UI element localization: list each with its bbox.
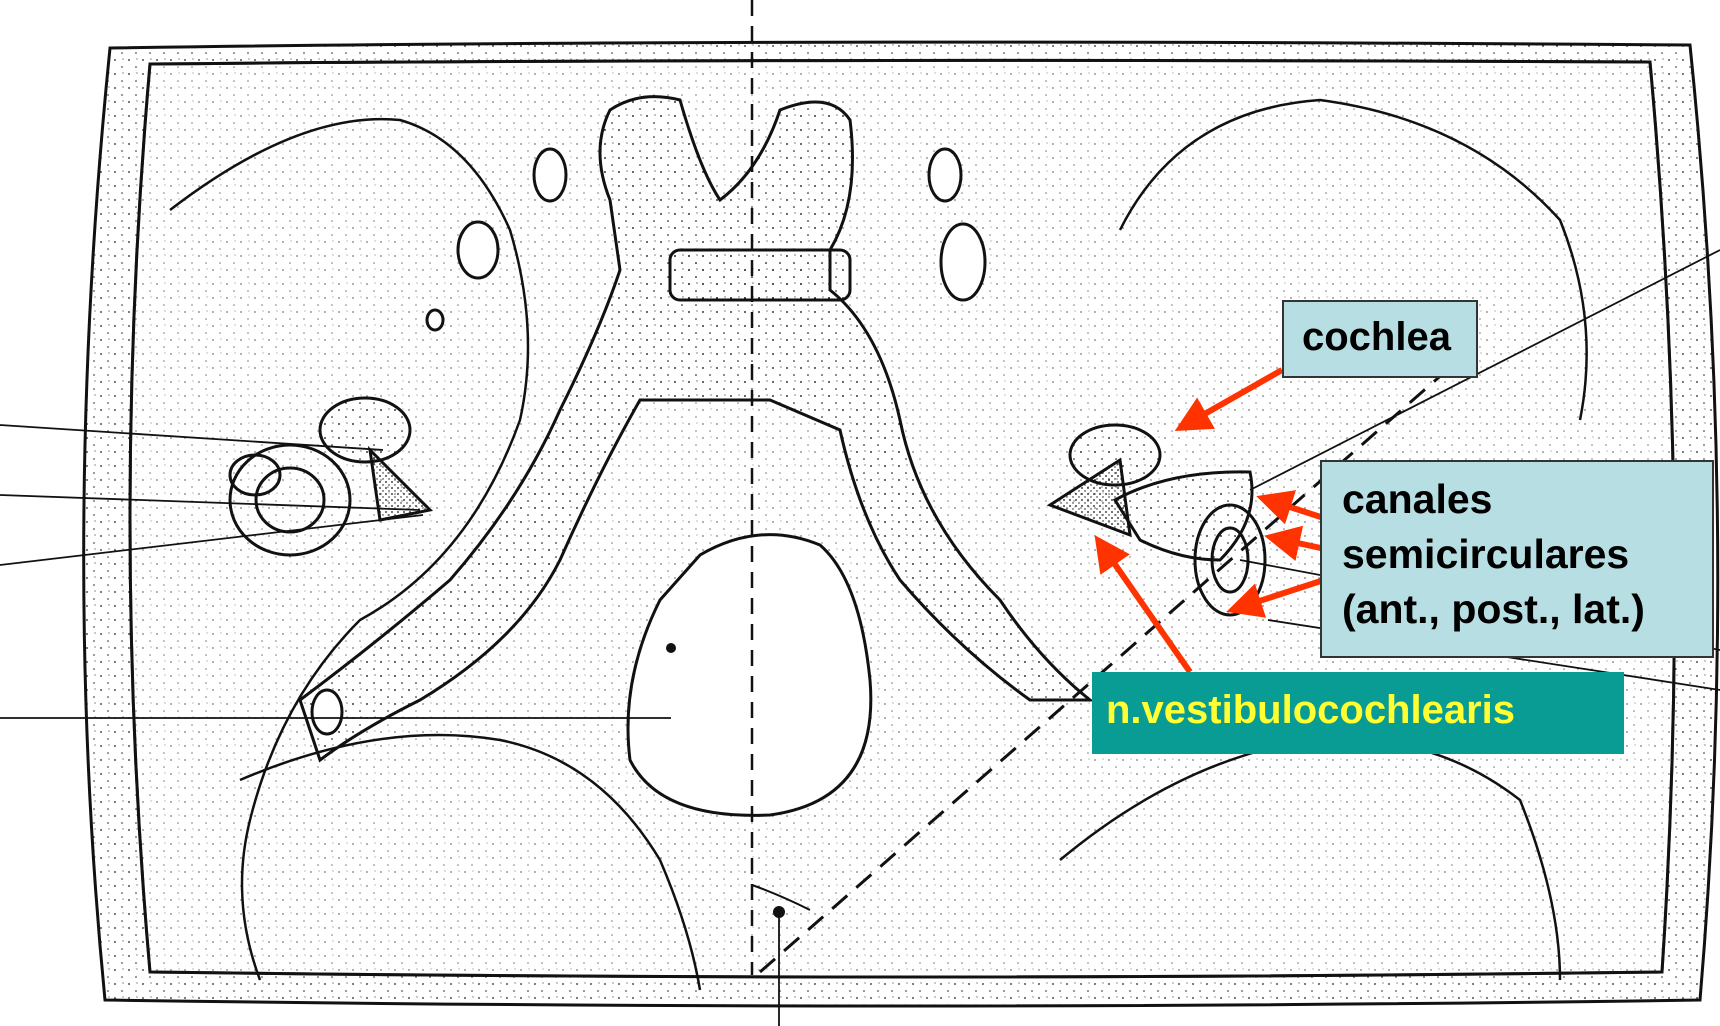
nerve-text: n.vestibulocochlearis [1106,688,1515,732]
cochlea-label: cochlea [1282,300,1478,378]
vestibulocochlear-nerve-label: n.vestibulocochlearis [1092,672,1624,754]
cochlea-text: cochlea [1302,315,1451,359]
semicircular-canals-label: canales semicirculares (ant., post., lat… [1320,460,1714,658]
canales-text-line3: (ant., post., lat.) [1342,582,1712,637]
canales-text-line2: semicirculares [1342,527,1712,582]
canales-text-line1: canales [1342,472,1712,527]
